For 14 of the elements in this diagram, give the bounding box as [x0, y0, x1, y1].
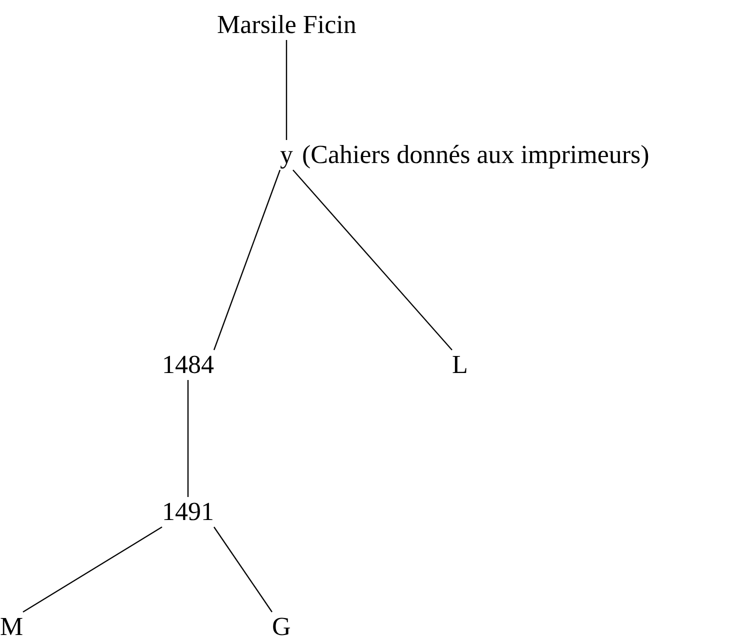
witness-label: L: [452, 350, 468, 380]
stemma-line: [286, 40, 288, 140]
stemma-line: [187, 380, 189, 497]
stemma-line: [292, 170, 452, 350]
stemma-line: [22, 526, 162, 613]
witness-label: Marsile Ficin: [217, 10, 356, 40]
witness-label: M: [0, 612, 24, 642]
witness-label: 1484: [162, 350, 214, 380]
witness-label: 1491: [162, 497, 214, 527]
witness-note: (Cahiers donnés aux imprimeurs): [302, 140, 650, 170]
witness-label: G: [272, 612, 291, 642]
stemma-line: [213, 170, 281, 350]
stemma-line: [214, 526, 272, 612]
witness-label: y: [280, 140, 293, 170]
